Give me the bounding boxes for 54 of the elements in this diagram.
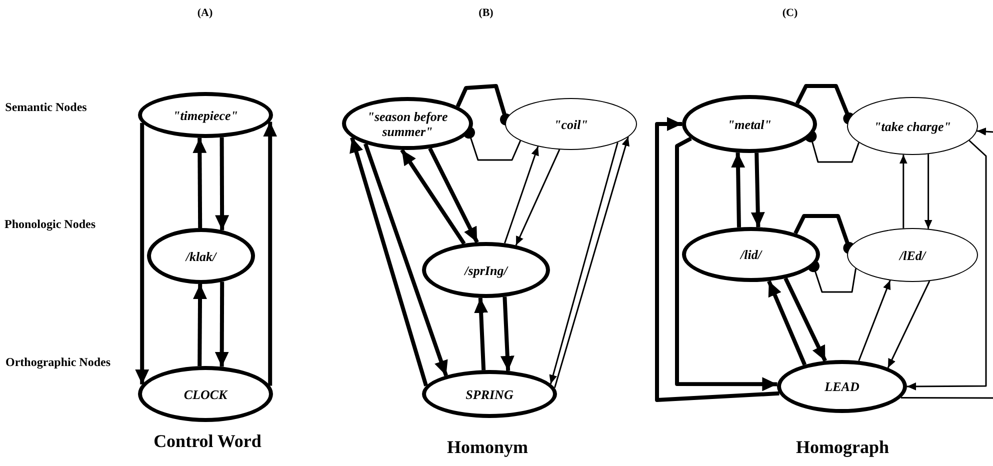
arrow [858,280,891,362]
arrow [263,122,278,386]
arrow [899,154,908,228]
panel-label: (B) [478,6,494,21]
node-ellipse [342,97,473,150]
node-label: LEAD [824,379,860,394]
panel-title: Control Word [152,430,262,453]
node-label: "timepiece" [173,108,238,122]
arrow [214,282,229,367]
panel-label: (A) [196,6,214,21]
row-label: Phonologic Nodes [4,217,96,231]
node-label: "take charge" [874,118,951,134]
arrow [675,136,778,392]
inhibitory-connector [456,84,512,126]
arrow [976,128,993,136]
row-label: Semantic Nodes [4,100,88,114]
arrow [924,154,932,229]
arrow [474,298,488,370]
node-label: /lEd/ [899,248,926,262]
arrow [350,136,428,386]
arrow [500,296,514,371]
panel-label: (C) [781,6,799,21]
node-label: /sprIng/ [464,262,508,278]
arrow [364,143,448,376]
arrow [554,136,630,388]
node-label: "season before summer" [366,108,449,138]
arrow [907,140,987,390]
inhibitory-connector [795,84,856,124]
node-ellipse [138,92,273,138]
panel-title: Homograph [794,436,890,459]
node-label: "coil" [554,116,588,132]
panel-title: Homonym [446,436,529,459]
arrow [750,152,765,228]
arrow [655,117,780,402]
node-ellipse [682,95,817,153]
arrow [887,280,930,368]
arrow [504,146,539,244]
arrow [215,137,230,230]
arrow [192,138,207,228]
node-label: /klak/ [186,248,216,264]
node-label: CLOCK [184,386,228,402]
node-label: /lid/ [740,247,762,262]
arrow [731,152,746,228]
node-label: "metal" [727,116,772,132]
arrow [428,148,479,244]
node-ellipse [682,227,820,282]
row-label: Orthographic Nodes [4,355,112,369]
node-ellipse [505,98,637,150]
node-label: SPRING [466,386,514,402]
arrow [193,284,207,366]
arrow [400,148,466,245]
node-ellipse [422,370,557,418]
inhibitory-connector [794,214,856,254]
arrow [767,280,807,366]
